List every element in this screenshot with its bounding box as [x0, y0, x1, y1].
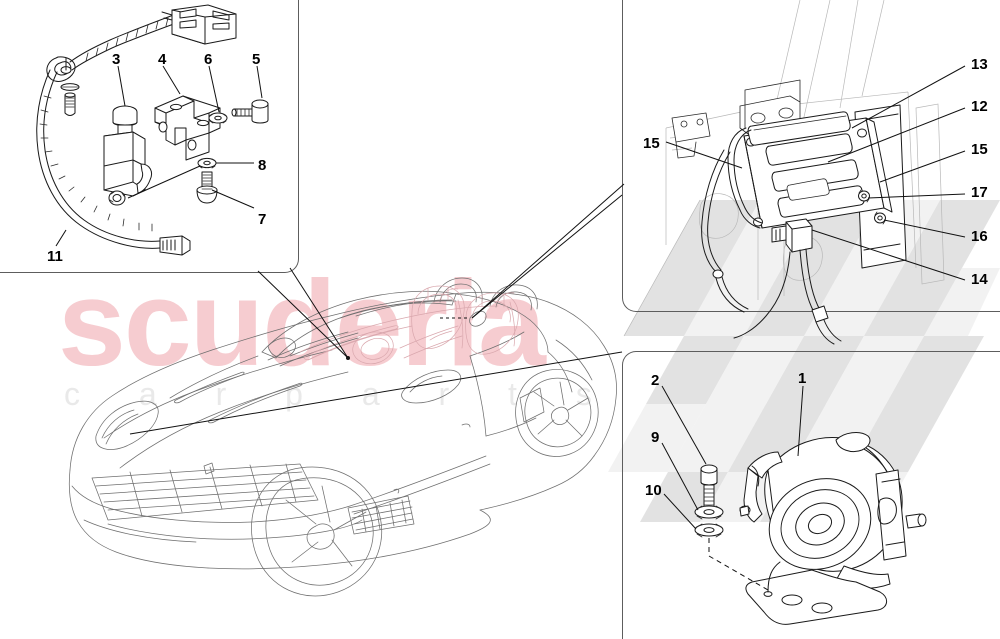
control-unit-strap-13 — [747, 111, 851, 146]
sensor-washer-8 — [197, 157, 217, 169]
wiring-harness-11 — [36, 13, 191, 256]
vehicle-overview-art — [68, 183, 625, 597]
callout-1[interactable]: 1 — [798, 370, 807, 387]
bracket-screw-5 — [231, 99, 269, 124]
callout-14[interactable]: 14 — [971, 271, 988, 288]
callout-15-right[interactable]: 15 — [971, 141, 988, 158]
siren-assembly-art — [661, 385, 927, 625]
callout-15-left[interactable]: 15 — [643, 135, 660, 152]
panel-ultrasonic-sensor-assembly — [0, 0, 299, 273]
leader-lines-tr — [665, 65, 966, 281]
callout-13[interactable]: 13 — [971, 56, 988, 73]
ultrasonic-sensor-3 — [103, 105, 153, 206]
leader-lines-tl — [55, 65, 263, 247]
callout-5[interactable]: 5 — [252, 51, 261, 68]
callout-4[interactable]: 4 — [158, 51, 167, 68]
assembly-axis — [708, 538, 769, 591]
callout-17[interactable]: 17 — [971, 184, 988, 201]
callout-11[interactable]: 11 — [47, 248, 63, 265]
callout-9[interactable]: 9 — [651, 429, 660, 446]
callout-2[interactable]: 2 — [651, 372, 660, 389]
siren-spring-washer-10 — [694, 523, 724, 538]
callout-16[interactable]: 16 — [971, 228, 988, 245]
siren-screw-2 — [700, 464, 718, 509]
callout-7[interactable]: 7 — [258, 211, 267, 228]
bracket-washer-6 — [208, 112, 228, 124]
leader-lines-car — [129, 183, 625, 435]
callout-8[interactable]: 8 — [258, 157, 267, 174]
callout-3[interactable]: 3 — [112, 51, 121, 68]
callout-12[interactable]: 12 — [971, 98, 988, 115]
callout-10[interactable]: 10 — [645, 482, 662, 499]
ultrasonic-sensor-assembly-art — [36, 4, 269, 256]
sensor-screw-7 — [196, 171, 218, 204]
callout-6[interactable]: 6 — [204, 51, 213, 68]
siren-washer-9 — [694, 505, 724, 520]
control-unit-installation-art — [665, 0, 966, 345]
harness-connector-top — [161, 4, 237, 45]
sensor-mounting-bracket-4 — [154, 95, 221, 161]
siren-1 — [739, 432, 927, 625]
